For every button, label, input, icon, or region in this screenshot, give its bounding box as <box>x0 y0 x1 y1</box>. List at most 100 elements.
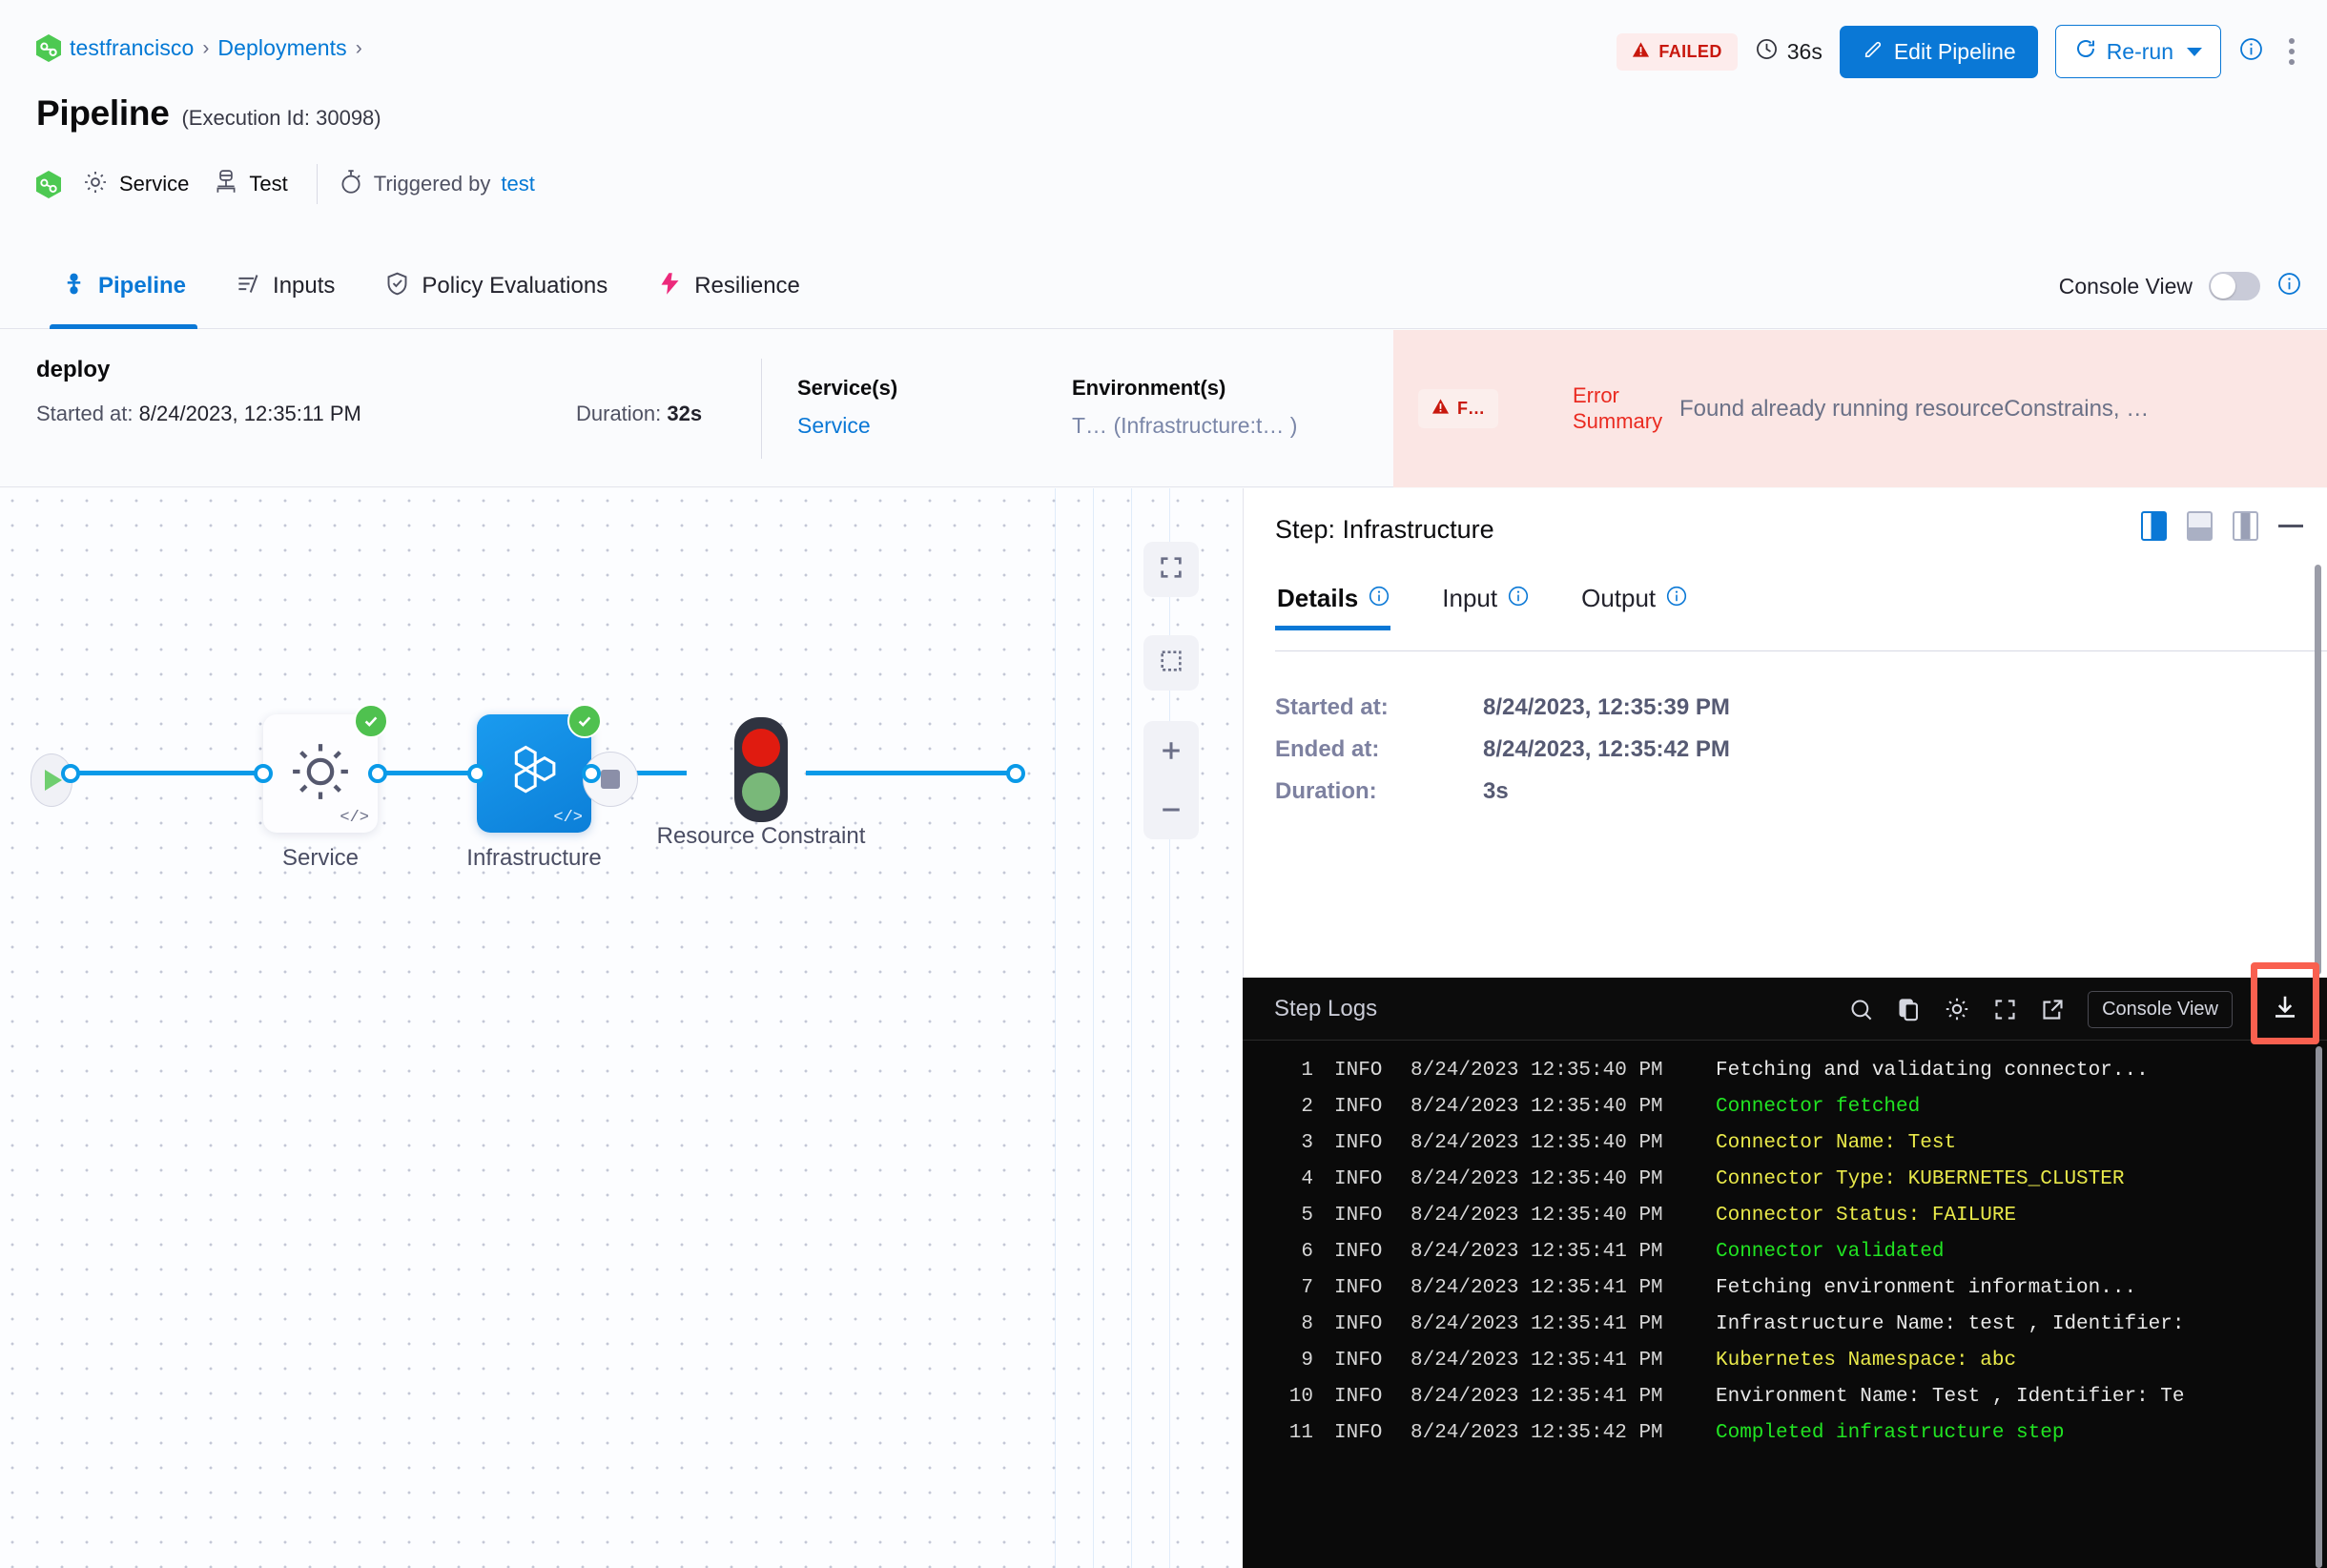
logs-console-view-button[interactable]: Console View <box>2088 990 2233 1028</box>
log-level: INFO <box>1334 1421 1383 1444</box>
stopwatch-icon <box>339 169 363 200</box>
stage-summary-left: deploy Started at: 8/24/2023, 12:35:11 P… <box>0 330 1393 487</box>
external-link-icon[interactable] <box>2040 997 2066 1022</box>
download-logs-button[interactable] <box>2251 962 2319 1044</box>
stage-duration: Duration: 32s <box>576 402 702 426</box>
log-timestamp: 8/24/2023 12:35:40 PM <box>1411 1059 1663 1082</box>
meta-service[interactable]: Service <box>82 169 189 200</box>
copy-icon[interactable] <box>1896 997 1922 1022</box>
hexagons-icon <box>501 738 567 810</box>
breadcrumb-org[interactable]: testfrancisco <box>70 35 195 60</box>
re-run-button[interactable]: Re-run <box>2054 25 2221 78</box>
play-icon <box>45 770 62 791</box>
more-options-button[interactable] <box>2281 31 2302 72</box>
search-icon[interactable] <box>1848 997 1874 1022</box>
step-logs-toolbar: Console View <box>1848 962 2319 1044</box>
console-view-info-icon[interactable] <box>2276 271 2302 301</box>
harness-logo-icon-small <box>36 170 61 198</box>
gear-icon[interactable] <box>1944 996 1970 1022</box>
log-scrollbar[interactable] <box>2316 1046 2322 1568</box>
meta-environment[interactable]: Test <box>214 169 288 200</box>
port-infrastructure-out[interactable] <box>582 764 601 783</box>
step-started-at-label: Started at: <box>1275 694 1389 720</box>
fullscreen-icon[interactable] <box>1992 997 2018 1022</box>
log-message: Infrastructure Name: test , Identifier: <box>1716 1312 2185 1335</box>
port-end-in[interactable] <box>1006 764 1025 783</box>
log-message: Environment Name: Test , Identifier: Te <box>1716 1385 2185 1408</box>
marquee-select-icon <box>1158 648 1184 679</box>
toggle-knob <box>2211 274 2235 299</box>
step-tab-output[interactable]: Output <box>1579 576 1709 630</box>
stage-duration-label: Duration: <box>576 402 662 425</box>
triggered-by-prefix: Triggered by <box>373 172 491 196</box>
step-tab-input[interactable]: Input <box>1440 576 1551 630</box>
console-view-toggle[interactable] <box>2209 272 2260 300</box>
stop-icon <box>601 770 620 789</box>
shield-check-icon <box>384 271 410 301</box>
log-line-number: 11 <box>1288 1421 1313 1444</box>
log-level: INFO <box>1334 1204 1383 1227</box>
tab-policy-evaluations-label: Policy Evaluations <box>422 273 608 299</box>
page-header: testfrancisco › Deployments › Pipeline (… <box>0 0 2327 243</box>
canvas-marquee-select-button[interactable] <box>1143 635 1199 691</box>
panel-bottom-view-button[interactable] <box>2187 511 2213 541</box>
canvas-fullscreen-button[interactable] <box>1143 542 1199 597</box>
log-message: Completed infrastructure step <box>1716 1421 2065 1444</box>
panel-center-view-button[interactable] <box>2233 511 2258 541</box>
info-icon[interactable] <box>1665 585 1688 612</box>
chevron-down-icon <box>2187 47 2202 56</box>
page-title-row: Pipeline (Execution Id: 30098) <box>36 93 381 134</box>
info-icon[interactable] <box>1507 585 1530 612</box>
canvas-zoom-out-button[interactable] <box>1143 780 1199 839</box>
breadcrumb-deployments[interactable]: Deployments <box>217 35 347 60</box>
minimize-icon[interactable] <box>2278 525 2303 527</box>
port-service-out[interactable] <box>368 764 387 783</box>
tab-inputs-label: Inputs <box>273 273 336 299</box>
resilience-icon <box>657 271 683 301</box>
tab-resilience[interactable]: Resilience <box>632 243 825 329</box>
log-message: Fetching environment information... <box>1716 1276 2137 1299</box>
error-summary-message: Found already running resourceConstrains… <box>1679 395 2150 422</box>
rerun-info-icon[interactable] <box>2238 36 2264 67</box>
panel-right-view-button[interactable] <box>2141 511 2167 541</box>
graph-nodes-row: </> Service <box>0 704 1243 871</box>
breadcrumb-separator-2: › <box>355 36 362 59</box>
port-start-out[interactable] <box>61 764 80 783</box>
gear-icon <box>288 739 353 809</box>
error-status-badge-label: F… <box>1457 399 1485 418</box>
log-message: Connector Name: Test <box>1716 1131 1957 1154</box>
port-service-in[interactable] <box>254 764 273 783</box>
log-message: Connector Type: KUBERNETES_CLUSTER <box>1716 1167 2125 1190</box>
log-level: INFO <box>1334 1349 1383 1372</box>
step-detail-row: Started at: 8/24/2023, 12:35:39 PM <box>1275 694 1730 721</box>
pipeline-graph-canvas[interactable]: </> Service <box>0 488 1243 1568</box>
meta-divider <box>316 164 318 204</box>
stage-environments-value[interactable]: T… (Infrastructure:t… ) <box>1072 413 1298 438</box>
tab-policy-evaluations[interactable]: Policy Evaluations <box>360 243 632 329</box>
log-timestamp: 8/24/2023 12:35:40 PM <box>1411 1167 1663 1190</box>
step-logs-panel: Step Logs Console View <box>1243 962 2327 1568</box>
code-icon: </> <box>553 809 583 827</box>
log-line-number: 3 <box>1301 1131 1313 1154</box>
panel-scrollbar[interactable] <box>2315 565 2321 975</box>
edit-pipeline-button[interactable]: Edit Pipeline <box>1839 25 2038 78</box>
stage-services-value[interactable]: Service <box>797 413 871 438</box>
canvas-zoom-in-button[interactable] <box>1143 721 1199 780</box>
info-icon[interactable] <box>1368 585 1390 612</box>
edit-pipeline-label: Edit Pipeline <box>1893 38 2016 64</box>
log-timestamp: 8/24/2023 12:35:40 PM <box>1411 1095 1663 1118</box>
tab-inputs[interactable]: Inputs <box>211 243 360 329</box>
tab-pipeline[interactable]: Pipeline <box>36 243 211 329</box>
triggered-by-user[interactable]: test <box>501 172 535 196</box>
log-line-number: 6 <box>1301 1240 1313 1263</box>
step-tab-details[interactable]: Details <box>1275 576 1411 630</box>
port-infrastructure-in[interactable] <box>467 764 486 783</box>
console-view-control: Console View <box>2059 243 2302 329</box>
step-detail-row: Duration: 3s <box>1275 778 1730 805</box>
